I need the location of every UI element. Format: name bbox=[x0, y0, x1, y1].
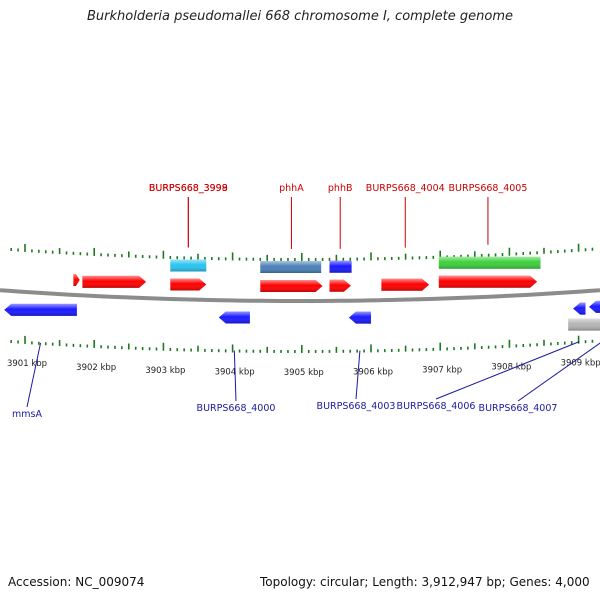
callout-line bbox=[26, 342, 42, 408]
forward-gene-label: phhA bbox=[279, 183, 304, 194]
scale-label: 3909 kbp bbox=[561, 359, 600, 369]
reverse-gene-label: mmsA bbox=[12, 409, 42, 420]
forward-gene-label: BURPS668_4005 bbox=[449, 183, 528, 194]
scale-label: 3906 kbp bbox=[353, 367, 393, 377]
forward-gene-arrow bbox=[329, 260, 352, 273]
reverse-gene-label: BURPS668_4003 bbox=[317, 401, 396, 412]
scale-label: 3902 kbp bbox=[76, 363, 116, 373]
forward-gene-arrow bbox=[329, 279, 351, 292]
callout-line bbox=[435, 341, 580, 400]
callout-line bbox=[517, 342, 600, 402]
scale-label: 3901 kbp bbox=[7, 359, 47, 369]
reverse-gene-arrow bbox=[589, 300, 600, 313]
gene-features bbox=[4, 256, 600, 331]
forward-gene-arrow bbox=[381, 278, 430, 291]
chromosome-backbone bbox=[0, 288, 600, 303]
callout-line bbox=[355, 350, 361, 400]
reverse-gene-label: BURPS668_4006 bbox=[397, 401, 476, 412]
reverse-gene-arrow bbox=[348, 311, 371, 324]
forward-gene-label: phhB bbox=[328, 183, 353, 194]
forward-gene-arrow bbox=[260, 261, 322, 273]
forward-gene-arrow bbox=[73, 274, 80, 286]
scale-label: 3905 kbp bbox=[284, 368, 324, 378]
scale-ticks bbox=[10, 243, 594, 353]
scale-label: 3907 kbp bbox=[422, 366, 462, 376]
forward-gene-label: BURPS668_3999 bbox=[149, 183, 228, 194]
forward-gene-arrow bbox=[438, 256, 541, 269]
forward-gene-arrow bbox=[438, 275, 538, 288]
forward-gene-label: BURPS668_3998 bbox=[149, 183, 228, 194]
reverse-gene-arrow bbox=[573, 302, 586, 315]
reverse-gene-arrow bbox=[568, 318, 600, 331]
forward-gene-arrow bbox=[260, 280, 323, 292]
forward-gene-arrow bbox=[170, 278, 207, 291]
accession-label: Accession: NC_009074 bbox=[8, 575, 145, 589]
reverse-gene-arrow bbox=[4, 303, 77, 316]
forward-gene-label: BURPS668_4004 bbox=[366, 183, 445, 194]
map-title: Burkholderia pseudomallei 668 chromosome… bbox=[86, 9, 514, 24]
genome-summary: Topology: circular; Length: 3,912,947 bp… bbox=[260, 575, 590, 589]
reverse-gene-label: BURPS668_4007 bbox=[479, 403, 558, 414]
callout-line bbox=[233, 350, 237, 402]
forward-gene-arrow bbox=[82, 275, 147, 288]
scale-label: 3903 kbp bbox=[145, 366, 185, 376]
reverse-gene-label: BURPS668_4000 bbox=[197, 403, 276, 414]
forward-gene-arrow bbox=[170, 259, 207, 272]
reverse-gene-arrow bbox=[218, 311, 250, 324]
scale-label: 3908 kbp bbox=[491, 363, 531, 373]
